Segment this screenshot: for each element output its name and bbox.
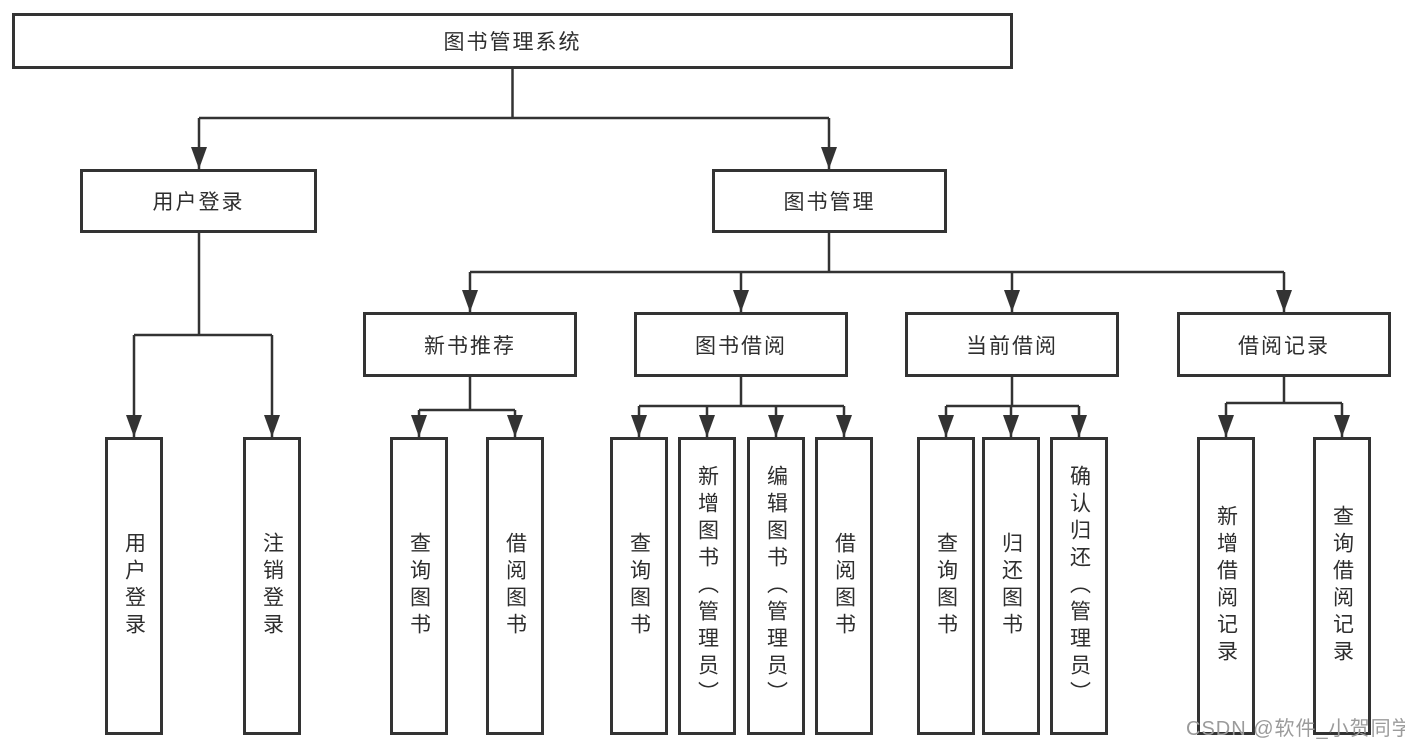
leaf-current-return-books: 归还图书 [982, 437, 1040, 735]
leaf-borrowing-borrow-books: 借阅图书 [815, 437, 873, 735]
connector-records-to-leaves [1218, 377, 1350, 437]
node-root-system: 图书管理系统 [12, 13, 1013, 69]
node-book-management: 图书管理 [712, 169, 947, 233]
leaf-borrowing-edit-books-admin: 编辑图书（管理员） [747, 437, 805, 735]
leaf-user-login: 用户登录 [105, 437, 163, 735]
node-current-borrowing: 当前借阅 [905, 312, 1119, 377]
connector-root-to-level2 [191, 69, 837, 169]
node-borrowing-records: 借阅记录 [1177, 312, 1391, 377]
leaf-newbook-borrow-books: 借阅图书 [486, 437, 544, 735]
connector-borrow-to-leaves [631, 377, 852, 437]
leaf-current-confirm-return-admin: 确认归还（管理员） [1050, 437, 1108, 735]
node-user-login: 用户登录 [80, 169, 317, 233]
node-new-book-recommendation: 新书推荐 [363, 312, 577, 377]
leaf-logout: 注销登录 [243, 437, 301, 735]
leaf-borrowing-query-books: 查询图书 [610, 437, 668, 735]
connector-login-to-leaves [126, 233, 280, 437]
connector-newbook-to-leaves [411, 377, 523, 437]
leaf-borrowing-add-books-admin: 新增图书（管理员） [678, 437, 736, 735]
leaf-newbook-query-books: 查询图书 [390, 437, 448, 735]
connector-current-to-leaves [938, 377, 1087, 437]
leaf-current-query-books: 查询图书 [917, 437, 975, 735]
leaf-records-add-record: 新增借阅记录 [1197, 437, 1255, 735]
node-book-borrowing: 图书借阅 [634, 312, 848, 377]
leaf-records-query-record: 查询借阅记录 [1313, 437, 1371, 735]
csdn-watermark: CSDN @软件_小贺同学 [1186, 718, 1405, 740]
connector-mgmt-to-modules [462, 233, 1292, 312]
